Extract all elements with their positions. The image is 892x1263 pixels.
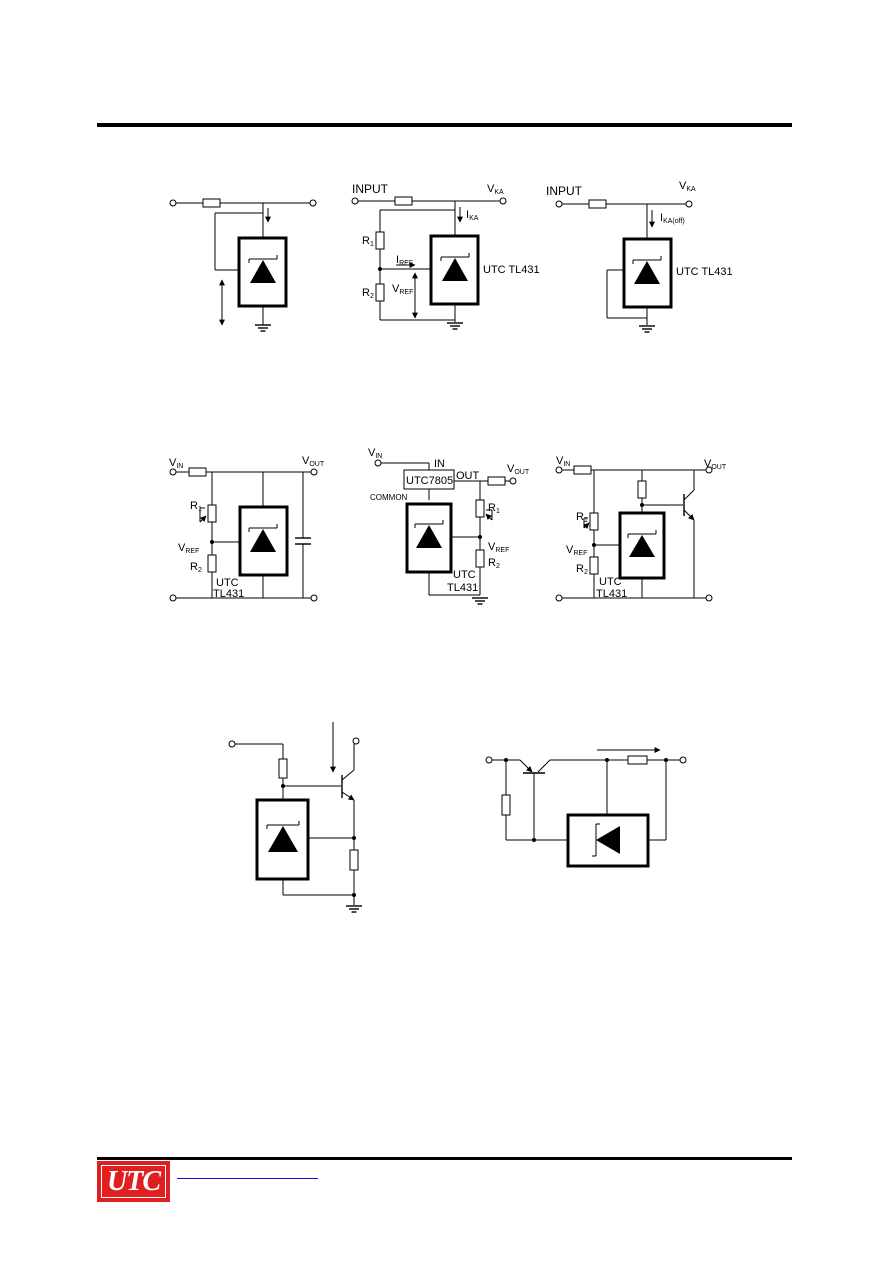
c4-vout-label: VOUT (302, 455, 325, 468)
c5-vref-label: VREF (488, 541, 509, 554)
circuit-6-series-pass: VIN VOUT R1 VREF R2 UTC TL431 (555, 455, 727, 602)
c2-vref-label: VREF (392, 283, 413, 296)
c6-vin-label: VIN (556, 455, 570, 468)
c5-vout-label: VOUT (507, 463, 530, 476)
c3-ika-label: IKA(off) (660, 212, 685, 225)
c2-iref-label: IREF (396, 254, 413, 267)
c5-vin-label: VIN (368, 447, 382, 460)
c2-part-label: UTC TL431 (483, 264, 540, 276)
c3-vka-label: VKA (679, 180, 696, 193)
c2-r1-label: R1 (362, 235, 374, 248)
circuit-4-shunt-regulator: VIN VOUT R1 VREF R2 UTC TL431 (169, 455, 325, 602)
circuit-3-off-state: INPUT VKA IKA(off) UTC TL431 (546, 180, 733, 333)
header-rule (97, 123, 792, 127)
c4-part-line2: TL431 (213, 588, 244, 600)
c5-reg-label: UTC7805 (406, 475, 453, 487)
c4-part-line1: UTC (216, 577, 239, 589)
c6-r2-label: R2 (576, 563, 588, 576)
utc-logo: UTC (97, 1161, 170, 1202)
c6-part-line1: UTC (599, 576, 622, 588)
c6-vref-label: VREF (566, 544, 587, 557)
c2-r2-label: R2 (362, 287, 374, 300)
c4-r2-label: R2 (190, 561, 202, 574)
circuit-7-crowbar (228, 722, 363, 913)
c2-input-label: INPUT (352, 182, 389, 196)
c2-vka-label: VKA (487, 183, 504, 196)
c5-part-line1: UTC (453, 569, 476, 581)
footer-website-link[interactable] (177, 1178, 318, 1179)
c5-r1-label: R1 (488, 502, 500, 515)
c4-r1-label: R1 (190, 500, 202, 513)
circuit-2-reference: INPUT VKA IKA R1 R2 IREF VREF UTC TL431 (351, 182, 540, 330)
c3-input-label: INPUT (546, 184, 583, 198)
c4-vin-label: VIN (169, 457, 183, 470)
c6-vout-label: VOUT (704, 458, 727, 471)
c3-part-label: UTC TL431 (676, 266, 733, 278)
footer-rule (97, 1157, 792, 1160)
c5-in-label: IN (434, 458, 445, 470)
utc-logo-text: UTC (107, 1165, 161, 1197)
utc-logo-frame: UTC (101, 1165, 166, 1198)
c6-part-line2: TL431 (596, 588, 627, 600)
c5-common-label: COMMON (370, 493, 408, 502)
c5-part-line2: TL431 (447, 582, 478, 594)
c5-out-label: OUT (456, 470, 480, 482)
c6-r1-label: R1 (576, 511, 588, 524)
circuit-5-regulator-boost: VIN IN UTC7805 OUT VOUT COMMON R1 VREF R… (368, 447, 530, 605)
c5-r2-label: R2 (488, 557, 500, 570)
c4-vref-label: VREF (178, 542, 199, 555)
c2-ika-label: IKA (466, 209, 479, 222)
circuit-8-constant-current (485, 747, 687, 868)
circuit-1-shunt (169, 198, 317, 332)
